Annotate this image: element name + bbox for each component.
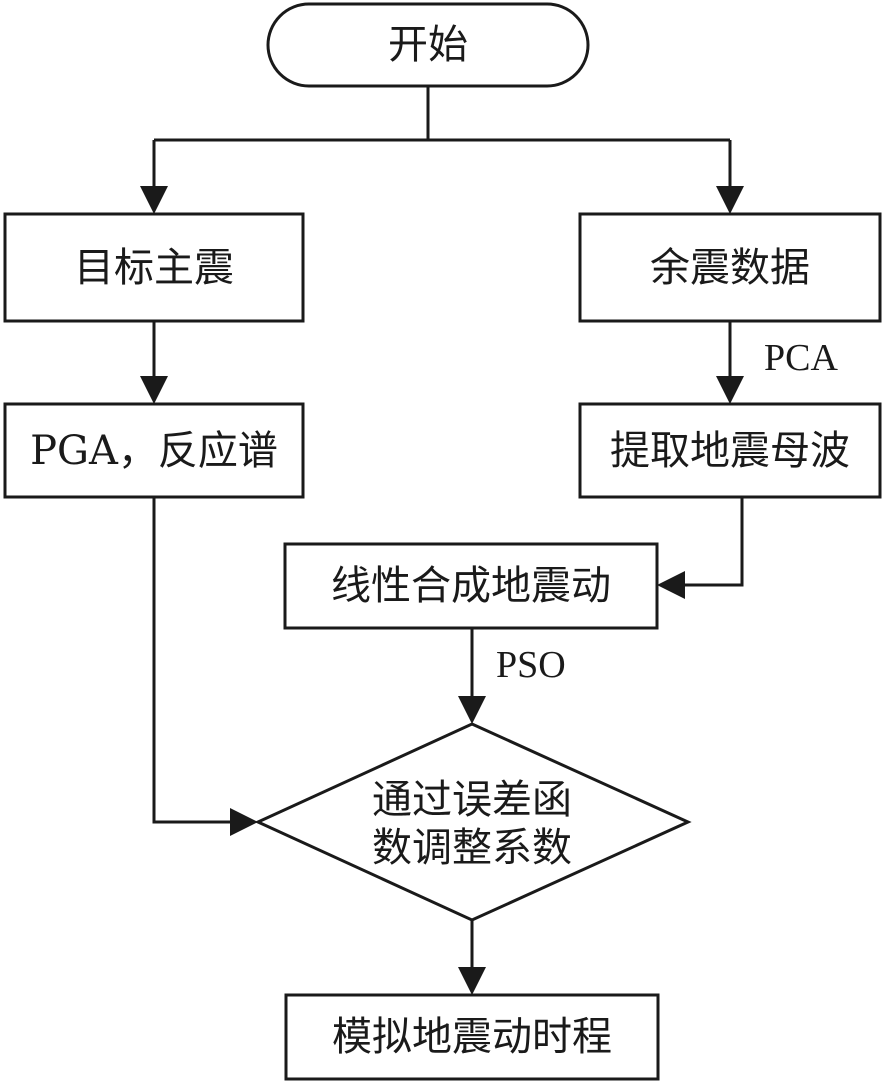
start-label: 开始 [388, 22, 468, 68]
arrow-to-decision [458, 696, 486, 724]
arrow-to-extract-mother-wave [716, 376, 744, 404]
target-mainshock-label: 目标主震 [74, 245, 234, 291]
aftershock-data-node: 余震数据 [578, 212, 882, 323]
connector-pga-to-decision [152, 497, 240, 824]
arrow-to-simulated-history [458, 967, 486, 995]
linear-synthesis-label: 线性合成地震动 [331, 563, 611, 609]
decision-label-line2: 数调整系数 [372, 825, 572, 871]
simulated-history-label: 模拟地震动时程 [332, 1014, 612, 1060]
target-mainshock-node: 目标主震 [3, 212, 305, 323]
arrow-to-aftershock-data [716, 186, 744, 214]
connector-to-linear-synthesis [675, 497, 744, 587]
extract-mother-wave-node: 提取地震母波 [578, 402, 882, 499]
decision-label-line1: 通过误差函 [372, 777, 572, 823]
aftershock-data-label: 余震数据 [650, 245, 810, 291]
extract-mother-wave-label: 提取地震母波 [610, 428, 850, 474]
arrow-pga-to-decision [230, 808, 258, 836]
arrow-to-linear-synthesis [657, 571, 685, 599]
pso-edge-label: PSO [496, 644, 566, 686]
linear-synthesis-node: 线性合成地震动 [283, 542, 659, 630]
arrow-to-target-mainshock [140, 186, 168, 214]
simulated-history-node: 模拟地震动时程 [284, 993, 660, 1081]
pga-spectrum-label: PGA，反应谱 [30, 428, 278, 474]
start-node: 开始 [266, 2, 590, 88]
pca-edge-label: PCA [764, 337, 838, 379]
decision-node: 通过误差函 数调整系数 [254, 722, 692, 922]
arrow-to-pga-spectrum [140, 376, 168, 404]
pga-spectrum-node: PGA，反应谱 [3, 402, 305, 499]
